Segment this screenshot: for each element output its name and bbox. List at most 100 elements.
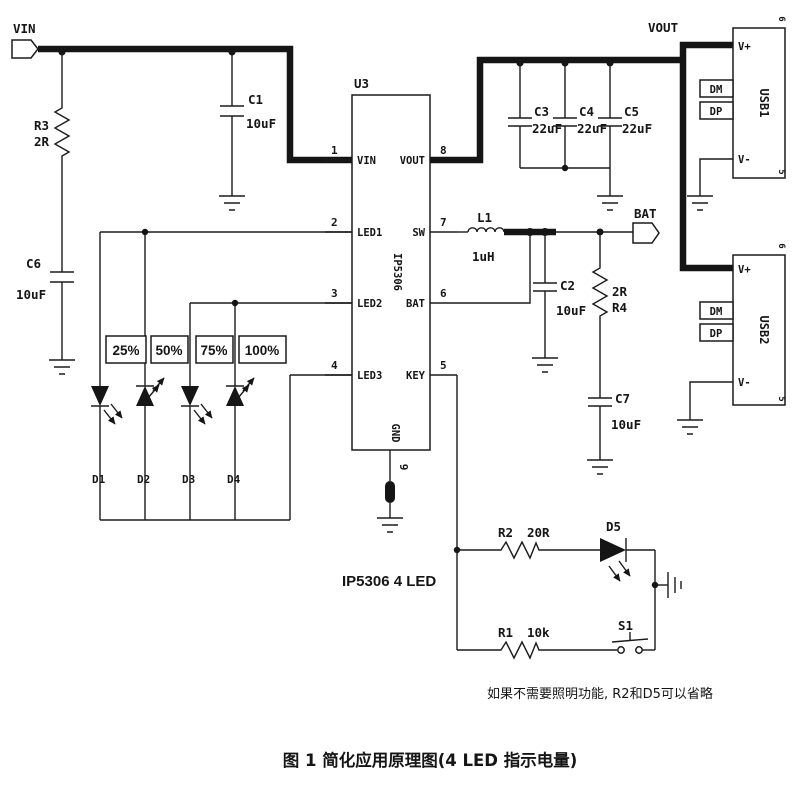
wire-segment — [457, 232, 531, 304]
level-50-label: 50% — [155, 343, 182, 358]
d4-ref: D4 — [227, 473, 241, 486]
ground-symbol — [377, 517, 403, 533]
vout-net-label: VOUT — [648, 20, 678, 35]
led-arrow — [193, 409, 206, 425]
c4-value: 22uF — [577, 121, 607, 136]
vin-terminal — [11, 39, 39, 59]
usb2-dm-box — [699, 301, 734, 320]
usb1-shell-pin-top: 6 — [776, 16, 786, 21]
gnd-bead — [385, 481, 395, 503]
junction-dot — [231, 299, 239, 307]
led-arrow — [608, 565, 621, 582]
s1-actuator — [611, 632, 649, 643]
output-caps-ground — [520, 164, 623, 211]
led-arrow — [110, 403, 123, 419]
led-arrow — [618, 560, 631, 577]
pin8-name: VOUT — [400, 155, 425, 167]
r1-resistor-body — [498, 640, 541, 660]
d3-ref: D3 — [182, 473, 195, 486]
r2-value: 20R — [527, 525, 550, 540]
ground-symbol — [687, 195, 713, 211]
pin6-num: 6 — [440, 287, 447, 300]
usb1-body — [732, 27, 786, 179]
level-75-label: 75% — [200, 343, 227, 358]
resistor-body — [591, 265, 609, 325]
usb2-shell-pin-bottom: 5 — [776, 396, 786, 401]
usb2-vplus-label: V+ — [738, 264, 751, 276]
c2-ref: C2 — [560, 278, 575, 293]
capacitor — [508, 60, 532, 168]
usb1-name: USB1 — [757, 89, 771, 118]
ic-left-pin-stubs — [325, 159, 352, 376]
note-text: 如果不需要照明功能, R2和D5可以省略 — [487, 686, 713, 702]
c3-capacitor: C3 22uF — [508, 60, 562, 168]
s1-ref: S1 — [618, 618, 633, 633]
pin4-num: 4 — [331, 359, 338, 372]
d5-ref: D5 — [606, 519, 621, 534]
ic-body — [351, 94, 431, 451]
level-box-50 — [150, 335, 189, 364]
pin7-name: SW — [412, 227, 425, 239]
chip-caption: IP5306 4 LED — [342, 573, 436, 590]
r3-value: 2R — [34, 134, 50, 149]
r2-ref: R2 — [498, 525, 513, 540]
capacitor — [598, 60, 622, 168]
led-arrow — [237, 384, 250, 399]
c6-ref: C6 — [26, 256, 41, 271]
ic-ref: U3 — [354, 76, 369, 91]
usb1-dp-label: DP — [710, 106, 723, 118]
c6-value: 10uF — [16, 287, 46, 302]
c5-value: 22uF — [622, 121, 652, 136]
level-box-100 — [238, 335, 287, 364]
pin8-num: 8 — [440, 144, 447, 157]
c5-capacitor: C5 22uF — [598, 60, 652, 168]
figure-caption: 图 1 简化应用原理图(4 LED 指示电量) — [283, 750, 578, 770]
r4-resistor: 2R R4 — [591, 232, 628, 398]
usb2-name: USB2 — [757, 316, 771, 345]
pin9-name: GND — [389, 424, 401, 443]
capacitor — [588, 397, 612, 460]
bat-terminal — [632, 222, 660, 244]
c7-value: 10uF — [611, 417, 641, 432]
capacitor — [553, 60, 577, 168]
d1-led-diode — [91, 386, 109, 406]
ground-symbol — [49, 359, 75, 375]
usb2-vminus-label: V- — [738, 377, 751, 389]
bat-net-label: BAT — [634, 206, 657, 221]
junction-dot — [526, 228, 534, 236]
usb2-dp-box — [699, 323, 734, 342]
pin5-num: 5 — [440, 359, 447, 372]
ground-symbol — [587, 459, 613, 475]
led-indicator-network: 25% 50% 75% 100% D1 D2 D3 D4 — [91, 228, 352, 521]
bat-terminal-group: BAT — [632, 206, 660, 244]
ground-symbol — [597, 195, 623, 211]
wire-segment — [689, 381, 733, 420]
r2-resistor-body — [498, 540, 541, 560]
vout-power-wire — [430, 56, 683, 164]
c4-ref: C4 — [579, 104, 594, 119]
pin2-name: LED1 — [357, 227, 382, 239]
r1-value: 10k — [527, 625, 550, 640]
usb1-vminus-label: V- — [738, 154, 751, 166]
r4-ref: R4 — [612, 300, 627, 315]
l1-ref: L1 — [477, 210, 492, 225]
c7-ref: C7 — [615, 391, 630, 406]
led-arrow — [103, 409, 116, 425]
ground-symbol — [677, 419, 703, 435]
d2-ref: D2 — [137, 473, 150, 486]
l1-inductor: L1 1uH — [457, 210, 633, 264]
junction-dot — [561, 164, 569, 172]
usb2-dm-label: DM — [710, 306, 723, 318]
usb2-dp-label: DP — [710, 328, 723, 340]
led-arrow — [200, 403, 213, 419]
usb2-connector: USB2 V+ DM DP V- 6 5 — [677, 243, 786, 435]
usb1-shell-pin-bottom: 5 — [776, 169, 786, 174]
pin5-name: KEY — [406, 370, 426, 382]
vout-to-usb1 — [679, 41, 733, 60]
d1-ref: D1 — [92, 473, 106, 486]
led-arrow — [147, 384, 160, 399]
d4-led-diode — [226, 386, 244, 406]
c1-capacitor: C1 10uF — [219, 49, 276, 211]
ic-part-name: IP5306 — [391, 253, 403, 291]
